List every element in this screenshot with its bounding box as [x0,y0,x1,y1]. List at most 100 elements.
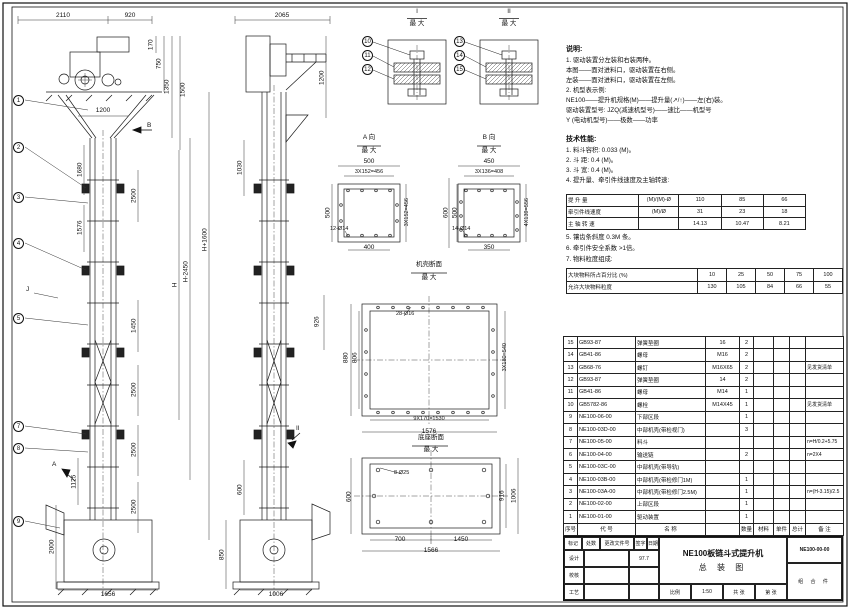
note-line: 左装——面对进料口，驱动装置在左侧。 [566,77,680,84]
detail-I-max: 最 大 [409,20,425,27]
dim-H-plus-1600: H+1600 [201,228,209,252]
dim-d-1006: 1006 [510,488,518,503]
titleblock-design-label: 设计 [564,550,584,567]
dim-d-600: 600 [345,491,353,503]
dim-1006: 1006 [268,591,284,598]
view-B-title: B 向 [482,134,496,141]
balloon-5: 5 [13,313,24,324]
dim-1030: 1030 [236,160,244,175]
view-A-max: 最 大 [361,147,377,154]
casing-section-max: 最 大 [421,274,437,281]
note-line: 1. 驱动装置分左装和右装两种。 [566,57,655,64]
titleblock-check-label: 校核 [564,567,584,584]
specs-heading: 技术性能: [566,136,597,143]
titleblock-rev-count: 处数 [582,537,600,550]
balloon-3: 3 [13,192,24,203]
titleblock-check-name [584,567,629,584]
bom-header-row: 序号代 号名 称 数量材料 单件总计备 注 [563,522,844,537]
casing-section-view [354,272,505,424]
titleblock-rev-mark: 标记 [564,537,582,550]
dim-1530: 9X170=1530 [413,416,445,422]
balloon-1: 1 [13,95,24,106]
base-section-view [354,445,508,542]
dim-1656: 1656 [100,591,116,598]
base-section-title: 底座断面 [418,434,444,441]
view-arrow-A-label: A [52,461,57,468]
titleblock-craft-label: 工艺 [564,584,584,600]
product-name: NE100板链斗式提升机 [682,549,764,558]
dim-v2-1200: 1200 [318,70,326,85]
titleblock-craft-name [584,584,629,600]
titleblock-product-cell: NE100板链斗式提升机 总 装 图 [659,537,787,584]
note-line: 6. 牵引件安全系数 >1倍。 [566,245,639,252]
note-line: 7. 物料粒度组成: [566,256,613,263]
base-section-max: 最 大 [423,446,439,453]
dim-926: 926 [313,316,321,328]
dim-b-408: 3X136=408 [474,169,504,175]
note-line: 5. 镶齿条斜度 0.3M 条。 [566,234,635,241]
dim-a-500-top: 500 [363,158,375,165]
dim-2500-2: 2500 [130,382,138,397]
view-A-title: A 向 [362,134,376,141]
notes2-list: 5. 镶齿条斜度 0.3M 条。 6. 牵引件安全系数 >1倍。 7. 物料粒度组成… [566,232,842,265]
dim-1500: 1500 [179,82,187,97]
balloon-7: 7 [13,421,24,432]
dim-880: 880 [342,352,350,364]
detail-II-title: II [507,8,511,15]
titleblock-rev-doc: 更改文件号 [600,537,634,550]
dim-H: H [171,282,179,288]
dim-1350: 1350 [163,79,171,94]
notes-list: 1. 驱动装置分左装和右装两种。 本图——面对进料口，驱动装置在右侧。 左装——… [566,56,842,126]
callout-b-holes: 14-Ø14 [452,226,471,232]
sheet-total: 共 张 [723,584,755,600]
balloon-4: 4 [13,238,24,249]
dim-head-width: 920 [124,12,136,19]
titleblock-rev-date: 日期 [647,537,659,550]
notes-heading: 说明: [566,46,583,53]
balloon-10: 10 [362,36,373,47]
dim-1576: 1576 [76,220,84,235]
note-line: NE100——提升机规格(M)——提升量(↗/↑)——左(右)装。 [566,97,727,104]
label-II-arrow: II [296,425,300,432]
front-elevation-view [45,36,162,596]
dim-850: 850 [218,549,226,561]
titleblock-date: 97.7 [629,550,659,567]
dim-d-1450: 1450 [453,536,469,543]
dim-H-2450: H-2450 [182,261,190,283]
dim-b-350: 350 [483,244,495,251]
dim-2000: 2000 [48,539,56,554]
detail-I-view [372,18,447,105]
callout-a-holes: 12-Ø14 [330,226,349,232]
balloon-14: 14 [454,50,465,61]
dim-2065: 2065 [274,12,290,19]
balloon-9: 9 [13,516,24,527]
dim-c-1576: 1576 [421,428,437,435]
view-B-section [457,145,521,243]
detail-II-view [464,18,539,105]
dim-2500-3: 2500 [130,442,138,457]
drawing-name: 总 装 图 [698,563,748,572]
dim-a-400: 400 [363,244,375,251]
spec-line: 3. 斗 宽: 0.4 (M)。 [566,167,618,174]
dim-v2-600: 600 [236,484,244,496]
note-line: 驱动装置型号: JZQ(减速机型号)——速比——机型号 [566,107,712,114]
label-J: J [26,286,30,293]
dim-1200: 1200 [95,107,111,114]
note-line: Y (电动机型号)——极数——功率 [566,117,658,124]
